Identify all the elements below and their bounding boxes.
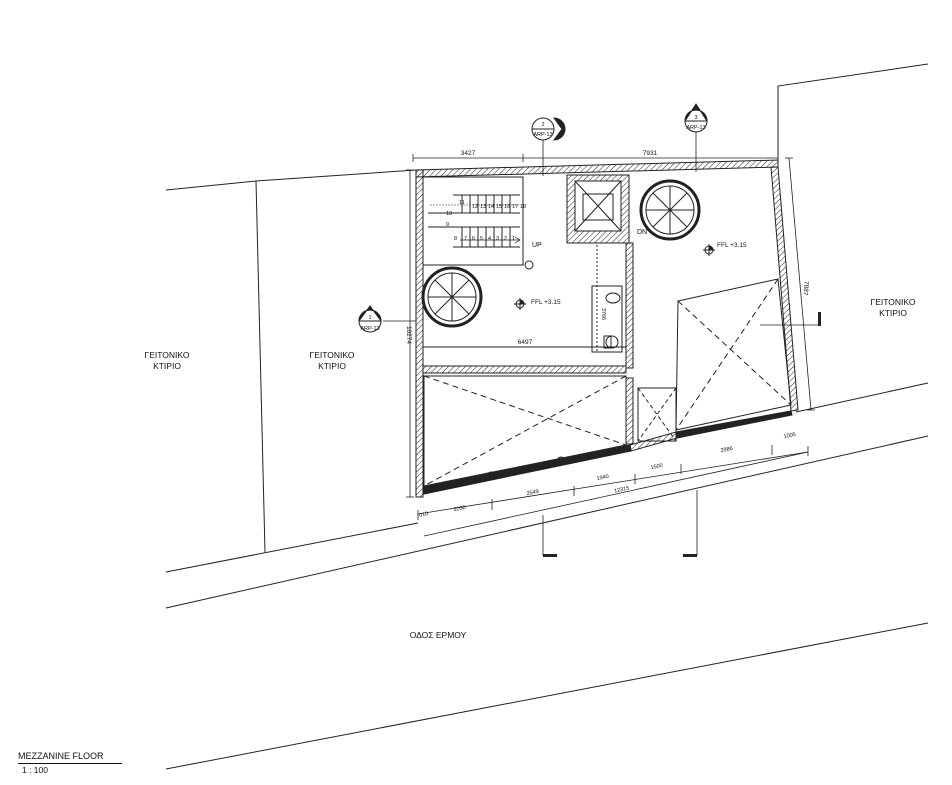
stair-up-label: UP: [532, 242, 542, 249]
stair-num: 6: [472, 236, 475, 242]
stair-num: 2: [504, 236, 507, 242]
section-cut-bars: [543, 312, 821, 557]
dim-bottom-total: 12315: [614, 485, 630, 494]
neighbor-far-left-line1: ΓΕΙΤΟΝΙΚΟ: [145, 350, 190, 360]
stair-num: 1: [512, 236, 515, 242]
drawing-scale: 1 : 100: [22, 765, 48, 775]
dim-top-right: 7931: [643, 150, 658, 157]
section-marker-1-ref: ARP-13: [360, 326, 379, 332]
section-marker-1-number: 1: [368, 315, 371, 321]
drawing-title: MEZZANINE FLOOR: [18, 751, 122, 764]
stair-num: 3: [496, 236, 499, 242]
section-marker-3-number: 3: [694, 115, 697, 121]
dim-seg-0: 010: [419, 511, 429, 519]
dim-seg-2: 2549: [526, 489, 539, 497]
plan-labels: ΓΕΙΤΟΝΙΚΟ ΚΤΙΡΙΟ ΓΕΙΤΟΝΙΚΟ ΚΤΙΡΙΟ ΓΕΙΤΟΝ…: [145, 150, 916, 640]
neighbor-right-line1: ΓΕΙΤΟΝΙΚΟ: [871, 297, 916, 307]
stair-num: 5: [480, 236, 483, 242]
ffl-right-label: FFL +3.15: [717, 242, 747, 249]
stair-num: 17: [512, 204, 518, 210]
neighbor-right-line2: ΚΤΙΡΙΟ: [879, 308, 907, 318]
dim-left-side: 10274: [405, 326, 412, 344]
interior-walls: [422, 174, 792, 487]
dim-seg-1: 2030: [453, 505, 466, 513]
section-marker-1: 1 ARP-13: [358, 305, 382, 333]
section-marker-2-number: 2: [541, 122, 544, 128]
section-marker-3-ref: ARP-13: [686, 125, 705, 131]
spiral-stair-right: [639, 179, 701, 241]
neighbor-left-line2: ΚΤΙΡΙΟ: [318, 361, 346, 371]
street-name: ΟΔΟΣ ΕΡΜΟΥ: [410, 630, 467, 640]
dim-seg-6: 1005: [783, 432, 796, 440]
dim-seg-3: 1940: [596, 474, 609, 482]
dim-top-left: 3427: [461, 150, 476, 157]
level-marker-right: [703, 244, 715, 256]
stair-num: 16: [504, 204, 510, 210]
stair-num: 8: [454, 236, 457, 242]
building-walls: [415, 159, 799, 498]
stair-num: 9: [446, 222, 449, 228]
stair-num: 7: [464, 236, 467, 242]
neighbor-left-line1: ΓΕΙΤΟΝΙΚΟ: [310, 350, 355, 360]
stair-num: 11: [459, 200, 465, 206]
dim-corridor: 3766: [600, 308, 606, 320]
stair-num: 18: [520, 204, 526, 210]
dim-seg-4: 1500: [650, 463, 663, 471]
spiral-stair-left: [421, 266, 483, 328]
stair-down-label: DN: [637, 229, 647, 236]
site-outlines: [165, 63, 929, 770]
neighbor-far-left-line2: ΚΤΙΡΙΟ: [153, 361, 181, 371]
ffl-left-label: FFL +3.15: [531, 299, 561, 306]
stair-num: 14: [488, 204, 494, 210]
stair-num: 12: [472, 204, 478, 210]
section-marker-2: 2 ARP-13: [531, 117, 566, 141]
section-marker-3: 3 ARP-13: [684, 103, 708, 133]
drawing-title-block: MEZZANINE FLOOR 1 : 100: [18, 751, 122, 776]
level-marker-left: [514, 298, 526, 310]
stair-num: 4: [488, 236, 491, 242]
dimension-lines: [383, 132, 819, 556]
dim-seg-5: 2986: [720, 446, 733, 454]
stair-num: 13: [480, 204, 486, 210]
dim-right-side: 7887: [801, 281, 809, 296]
stair-num: 15: [496, 204, 502, 210]
dim-inner-width: 6497: [518, 339, 533, 346]
section-marker-2-ref: ARP-13: [533, 132, 552, 138]
stair-num: 10: [446, 211, 452, 217]
